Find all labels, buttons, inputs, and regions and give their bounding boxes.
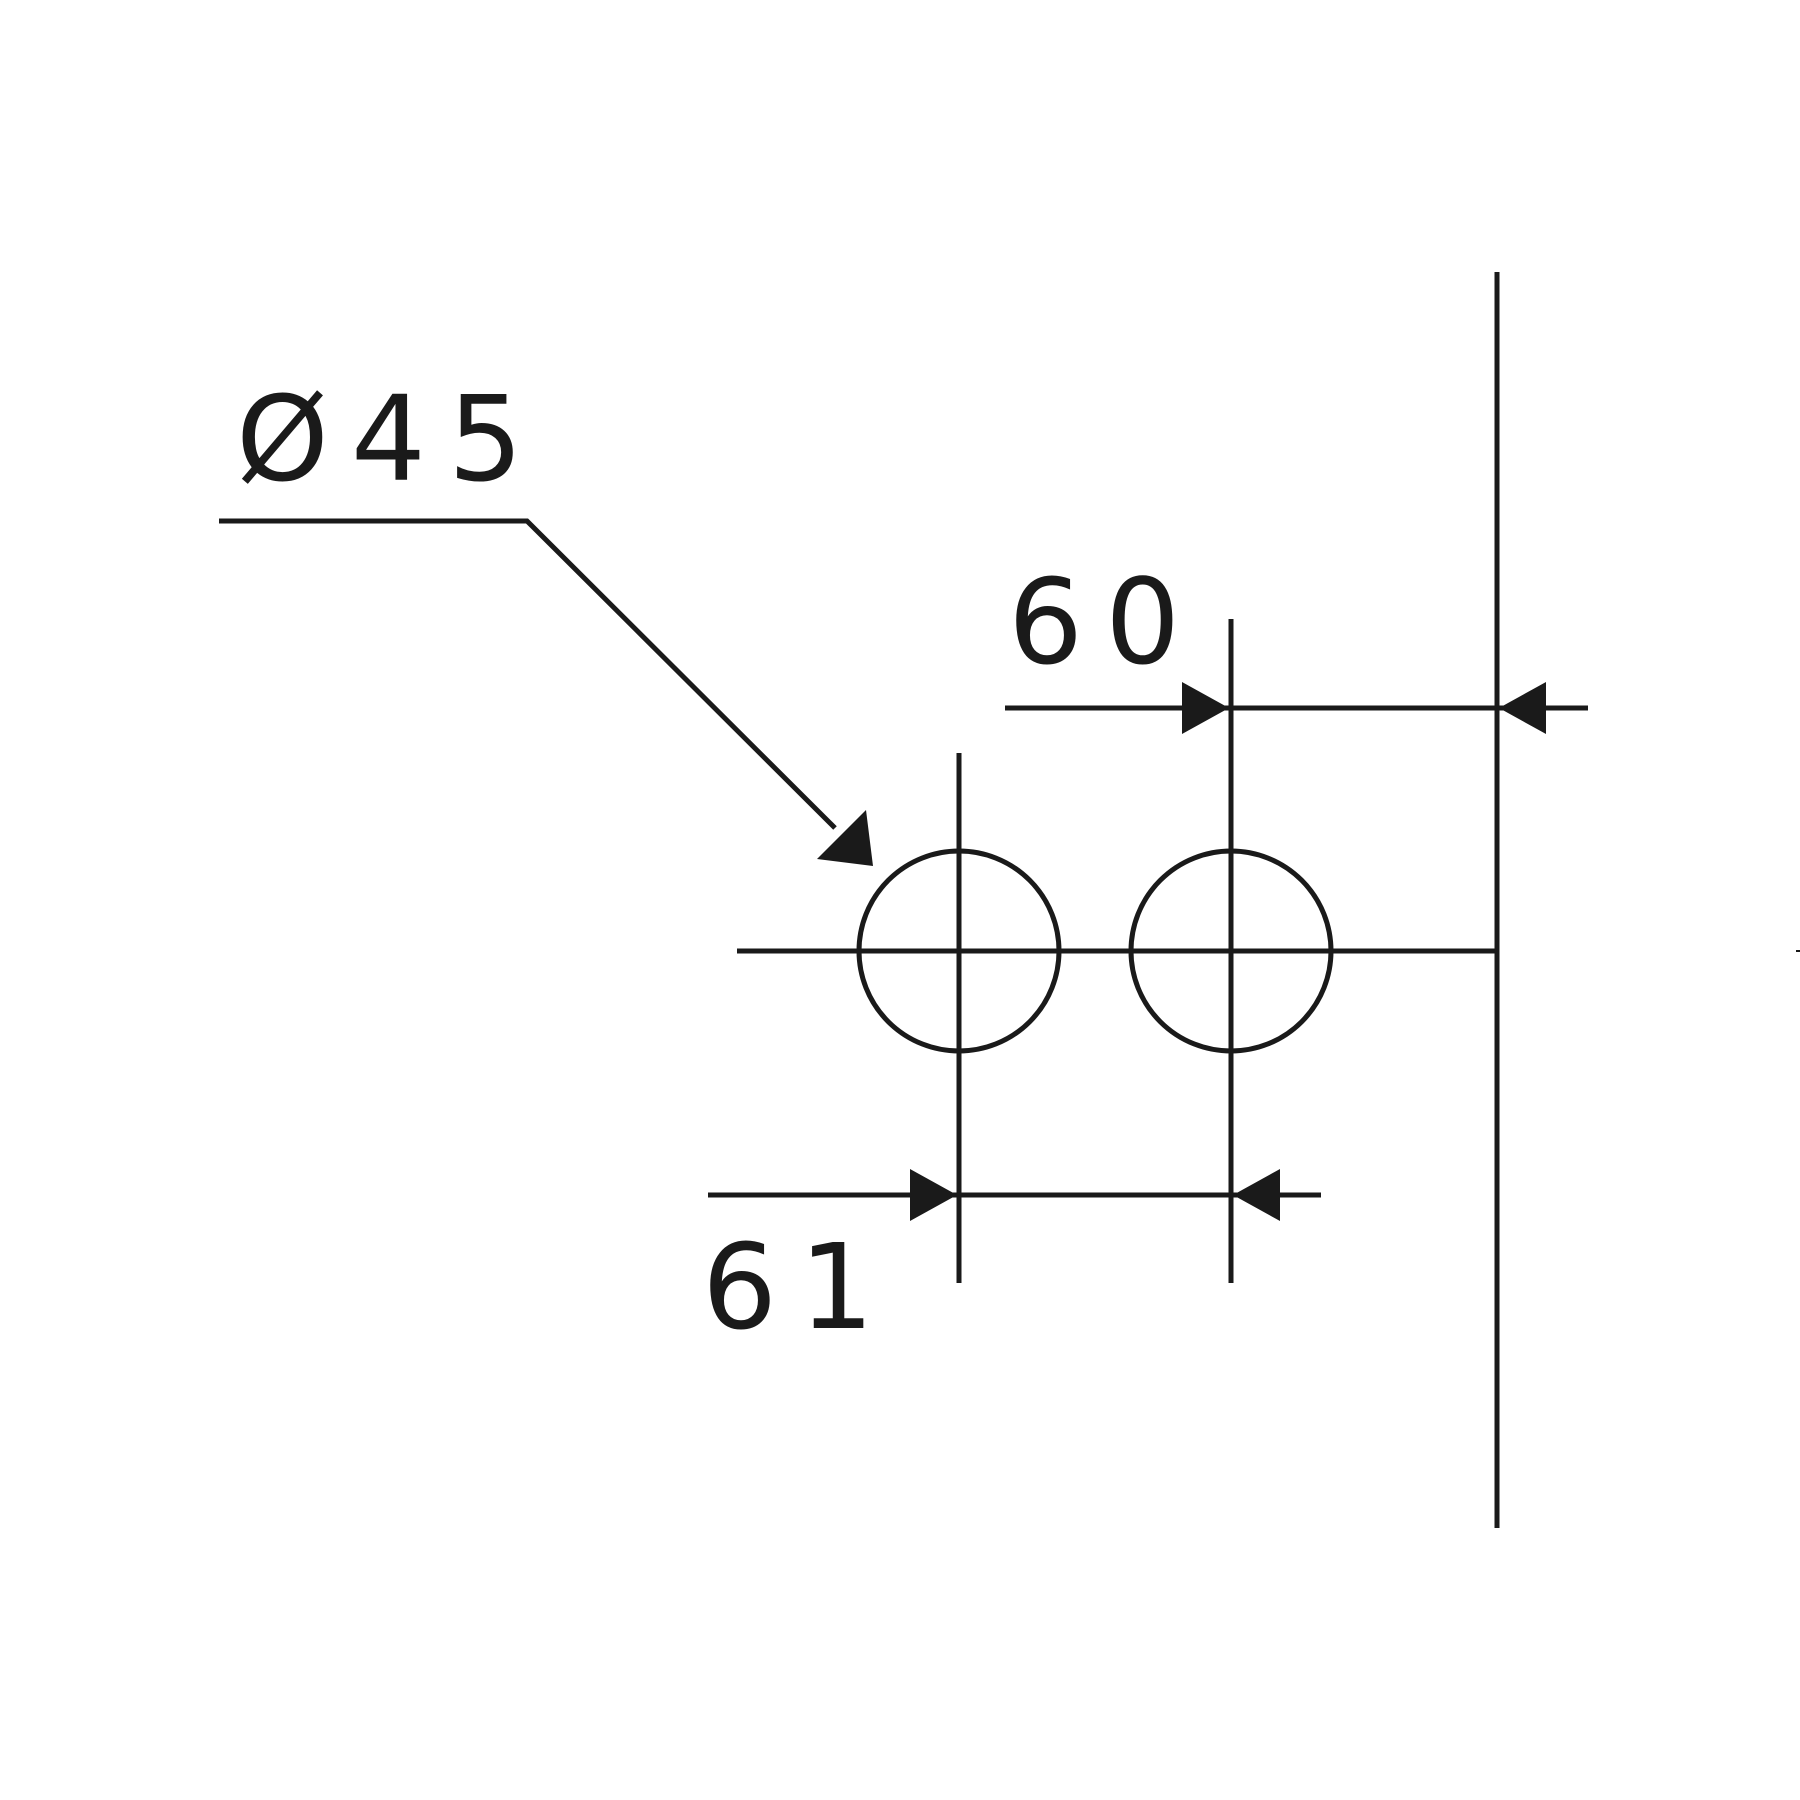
dim-61-arrowhead-right: [1233, 1169, 1280, 1221]
dim-60-arrowhead-right: [1499, 682, 1546, 734]
diameter-leader-line: [219, 518, 837, 830]
diameter-leader-arrowhead: [817, 810, 873, 866]
dim-60-label: 60: [1008, 553, 1202, 691]
dim-60-arrowhead-left: [1182, 682, 1229, 734]
hole-2-circle: [1128, 848, 1334, 1054]
dim-61-label: 61: [702, 1218, 896, 1356]
diameter-label: Ø45: [236, 370, 545, 508]
dim-61-arrowhead-left: [910, 1169, 957, 1221]
hole-1-circle: [856, 848, 1062, 1054]
